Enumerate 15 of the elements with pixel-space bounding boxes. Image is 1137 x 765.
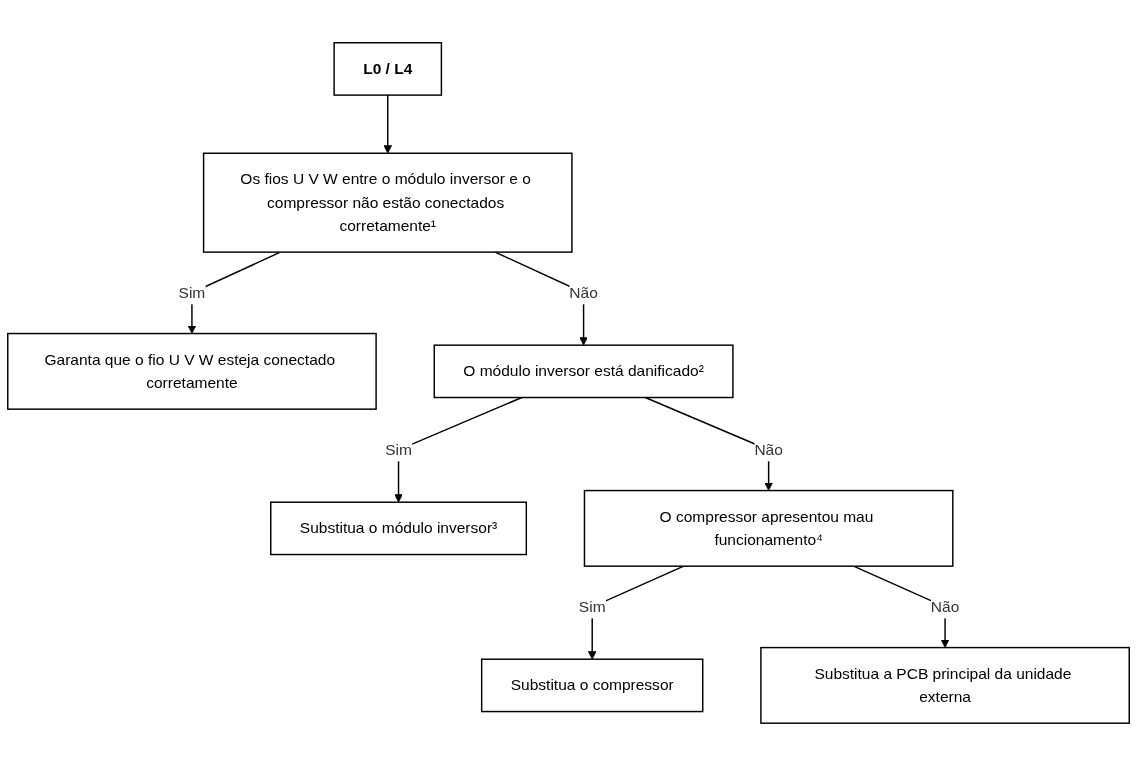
edge-label: Sim [178, 283, 206, 301]
node-box: L0 / L4 [333, 41, 443, 96]
edge-label: Não [569, 283, 598, 301]
node-box: Substitua a PCB principal da unidade externa [760, 646, 1130, 724]
edge-label: Não [930, 597, 960, 615]
edge-label: Não [754, 440, 783, 458]
node-box: Os fios U V W entre o módulo inversor e o compressor não estão conectados corretamente¹ [202, 152, 573, 253]
arrow [383, 93, 392, 154]
node-box: Garanta que o fio U V W esteja conectado corretamente [7, 332, 377, 410]
node-box: Substitua o módulo inversor³ [270, 501, 528, 555]
edge-label: Sim [578, 597, 606, 615]
node-box: O módulo inversor está danificado² [433, 343, 734, 398]
edge-label: Sim [385, 440, 412, 458]
node-box: Substitua o compressor [480, 658, 704, 712]
node-box: O compressor apresentou mau funcionamento⁴ [583, 489, 954, 567]
